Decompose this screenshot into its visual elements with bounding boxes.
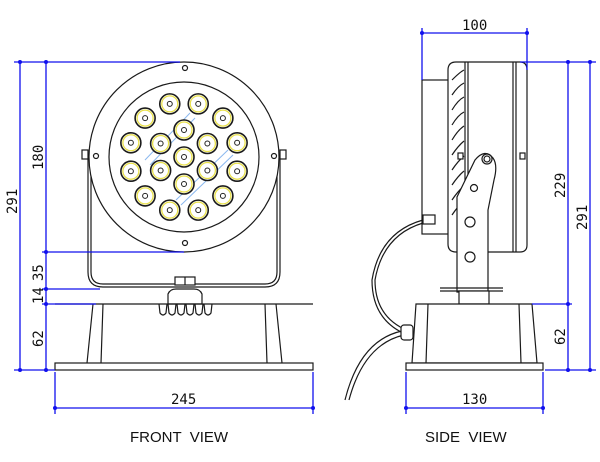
yoke-hole-1 [469, 183, 479, 193]
side-cable-gland-base [400, 324, 414, 341]
dim-front-base-height: 62 [31, 330, 47, 347]
led [187, 93, 210, 115]
led [212, 185, 234, 207]
side-heat-fins [451, 69, 465, 216]
led [134, 185, 156, 207]
led [196, 132, 219, 155]
power-cable-2 [374, 222, 424, 330]
side-view [344, 61, 544, 401]
dim-side-overall-height: 291 [575, 205, 591, 230]
yoke-tab-right [279, 149, 287, 160]
side-stem [458, 290, 490, 305]
led [149, 132, 172, 155]
led [120, 160, 142, 183]
clamp-tooth [167, 303, 177, 316]
led [226, 131, 248, 154]
clamp-tooth [176, 303, 186, 316]
power-cable [371, 219, 424, 334]
led [173, 173, 195, 195]
led [134, 107, 156, 129]
dim-front-base-width: 245 [171, 392, 196, 408]
power-cable-lead-2 [348, 334, 405, 401]
side-dimensions: 100 229 291 62 130 [404, 18, 596, 414]
side-pedestal [411, 303, 538, 364]
side-view-caption: SIDE VIEW [425, 429, 508, 446]
yoke-hole-2 [464, 216, 476, 228]
led-array [120, 93, 248, 221]
clamp-tooth [203, 303, 213, 316]
led [187, 199, 210, 221]
clamp-tooth [185, 303, 195, 316]
led [173, 146, 195, 168]
screw-left [92, 152, 100, 160]
dim-front-bracket-gap: 35 [31, 264, 47, 281]
led [173, 119, 195, 141]
front-pedestal [86, 303, 283, 364]
screw-bottom [181, 239, 189, 247]
side-yoke-arm [456, 152, 497, 293]
side-driver-box [421, 79, 450, 235]
yoke-tab-left [81, 149, 89, 160]
pivot-nut-inner [483, 155, 491, 163]
dim-side-base-height: 62 [553, 328, 569, 345]
clamp-block [167, 288, 203, 305]
screw-right [270, 152, 278, 160]
led [212, 107, 234, 129]
dim-front-head-height: 180 [31, 145, 47, 170]
clamp-tooth [194, 303, 204, 316]
led [196, 159, 219, 182]
clamp-teeth [158, 303, 213, 316]
side-base-plate [405, 362, 544, 371]
side-pedestal-inner [425, 303, 522, 364]
clamp-tooth [158, 303, 168, 316]
front-base-plate [54, 362, 314, 371]
dim-front-overall-height: 291 [5, 189, 21, 214]
pivot-nut [481, 153, 493, 165]
side-cable-gland-top [422, 214, 436, 225]
front-view [54, 61, 314, 371]
front-head-lens-ring [108, 81, 260, 233]
front-yoke-bracket [87, 150, 281, 288]
side-slot-left [457, 152, 464, 160]
led [226, 160, 248, 183]
dim-side-depth: 100 [462, 18, 487, 34]
led [149, 159, 172, 182]
yoke-hole-3 [464, 251, 476, 263]
dim-side-upper-height: 229 [553, 173, 569, 198]
side-slot-right [519, 152, 526, 160]
power-cable-lead [344, 330, 403, 401]
dim-side-base-width: 130 [462, 392, 487, 408]
led [158, 93, 181, 115]
led [120, 131, 142, 154]
dim-front-bracket-base: 14 [31, 287, 47, 304]
front-dimensions: 291 180 35 14 62 245 [5, 60, 315, 414]
screw-top [181, 64, 189, 72]
front-view-caption: FRONT VIEW [130, 429, 229, 446]
led [158, 199, 181, 221]
